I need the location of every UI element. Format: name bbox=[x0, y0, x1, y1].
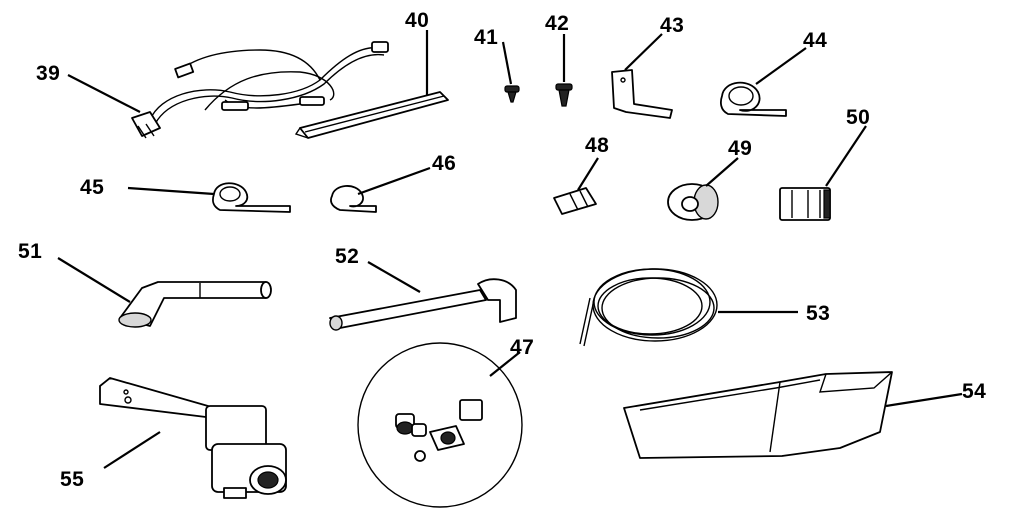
grommet-icon bbox=[667, 183, 719, 221]
connector-icon bbox=[553, 187, 597, 215]
label-50: 50 bbox=[846, 106, 870, 129]
label-46: 46 bbox=[432, 152, 456, 175]
label-52: 52 bbox=[335, 245, 359, 268]
leader-39 bbox=[67, 74, 141, 113]
label-42: 42 bbox=[545, 12, 569, 35]
rivet-icon bbox=[555, 83, 573, 107]
screw-icon bbox=[504, 85, 520, 103]
channel-strip-icon bbox=[294, 91, 449, 139]
label-47: 47 bbox=[510, 336, 534, 359]
label-51: 51 bbox=[18, 240, 42, 263]
leader-55 bbox=[103, 431, 161, 469]
fittings-kit-icon bbox=[357, 342, 523, 508]
leader-46 bbox=[357, 166, 431, 196]
leader-44 bbox=[755, 47, 807, 85]
latch-icon bbox=[779, 187, 831, 221]
label-39: 39 bbox=[36, 62, 60, 85]
wire-harness-icon bbox=[131, 41, 389, 139]
label-48: 48 bbox=[585, 134, 609, 157]
label-53: 53 bbox=[806, 302, 830, 325]
leader-50 bbox=[825, 125, 867, 187]
leader-48 bbox=[577, 157, 599, 191]
coiled-tubing-icon bbox=[579, 268, 718, 347]
bracket-icon bbox=[611, 69, 673, 119]
clamp-icon bbox=[212, 182, 291, 213]
leader-54 bbox=[885, 392, 963, 408]
clip-icon bbox=[330, 185, 377, 213]
ice-bin-icon bbox=[623, 371, 893, 459]
label-41: 41 bbox=[474, 26, 498, 49]
leader-45 bbox=[127, 186, 215, 196]
label-40: 40 bbox=[405, 9, 429, 32]
leader-52 bbox=[367, 261, 421, 293]
leader-41 bbox=[501, 41, 513, 85]
label-44: 44 bbox=[803, 29, 827, 52]
leader-49 bbox=[705, 157, 739, 187]
label-54: 54 bbox=[962, 380, 986, 403]
leader-51 bbox=[57, 257, 131, 303]
leader-47 bbox=[489, 351, 521, 377]
label-49: 49 bbox=[728, 137, 752, 160]
fill-tube-icon bbox=[118, 281, 272, 328]
label-55: 55 bbox=[60, 468, 84, 491]
leader-43 bbox=[624, 33, 663, 71]
label-43: 43 bbox=[660, 14, 684, 37]
water-valve-icon bbox=[99, 377, 287, 499]
label-45: 45 bbox=[80, 176, 104, 199]
water-tube-icon bbox=[329, 278, 517, 331]
tube-clamp-icon bbox=[720, 81, 787, 117]
